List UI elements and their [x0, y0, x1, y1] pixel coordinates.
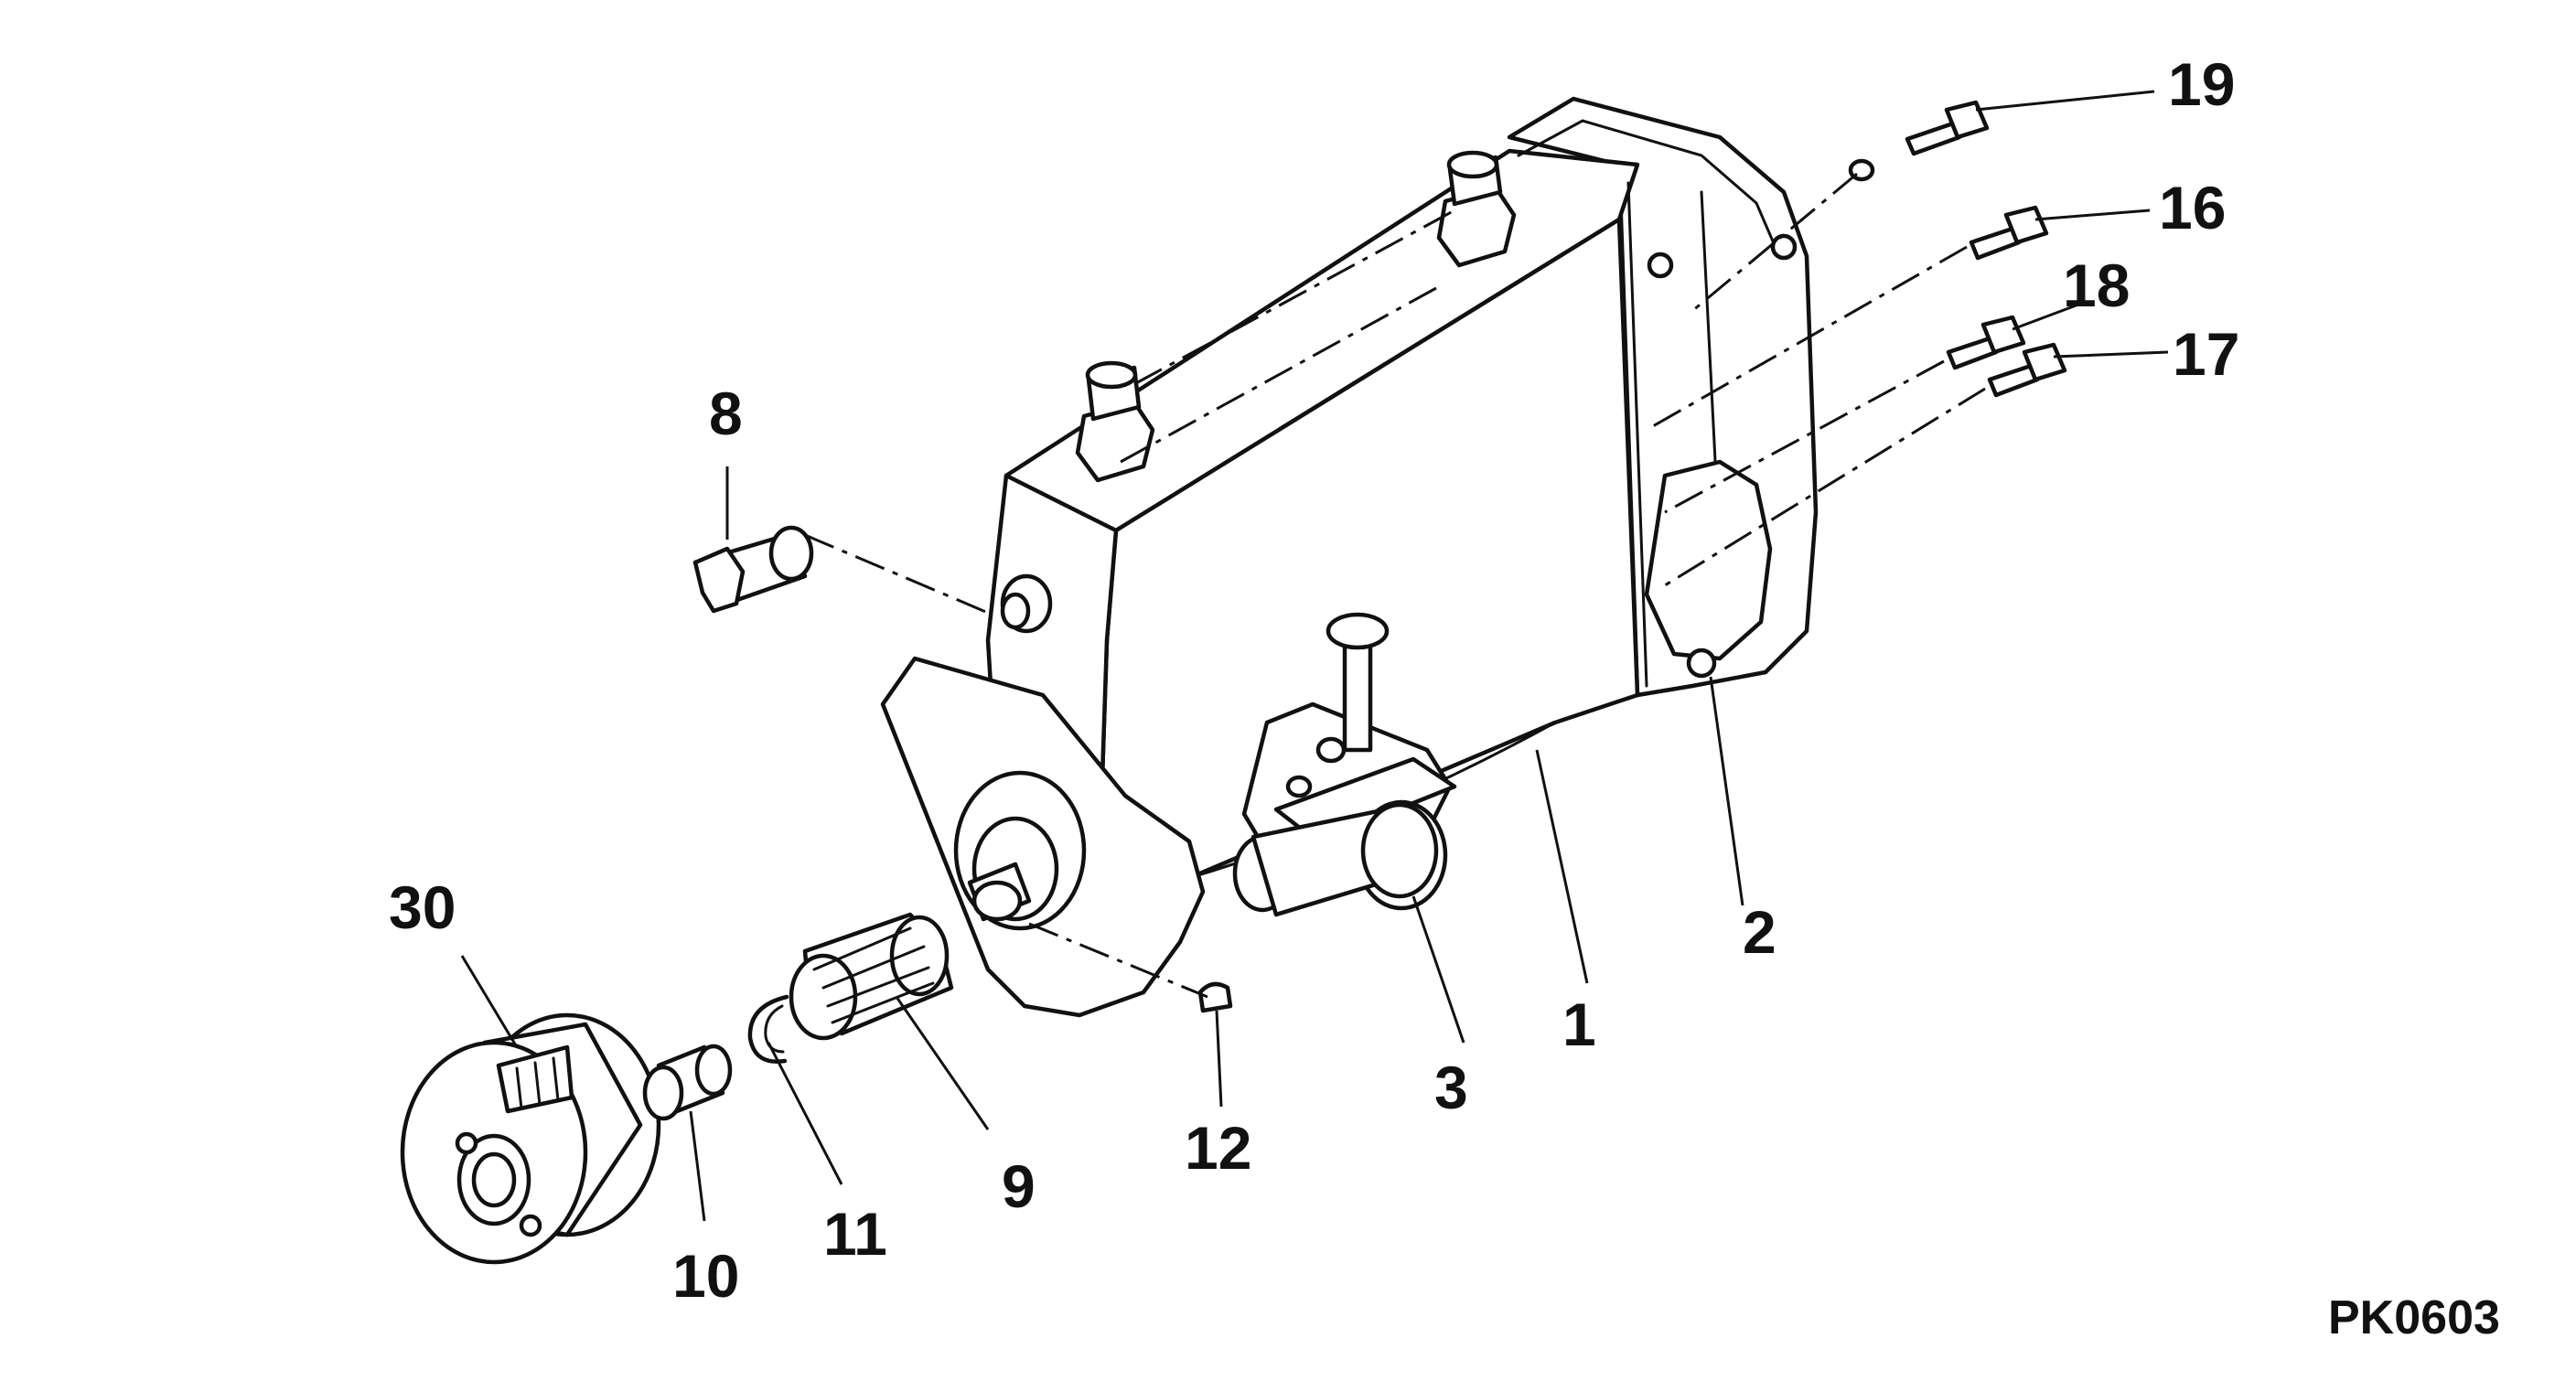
callout-8: 8 [709, 380, 743, 447]
callout-16: 16 [2159, 174, 2226, 241]
callout-17: 17 [2173, 320, 2239, 388]
mounting-flange [880, 656, 1206, 1018]
splined-gear-part-9 [789, 912, 954, 1041]
callout-2: 2 [1743, 898, 1776, 966]
bolt-part-19 [1848, 100, 1990, 182]
plug-part-8 [692, 525, 814, 614]
coupling-sleeve-part-10 [642, 1044, 733, 1121]
stop-control-assembly [1232, 612, 1457, 917]
callout-3: 3 [1434, 1054, 1468, 1121]
callout-labels: 19 16 18 17 8 2 1 3 12 9 11 10 30 PK0603 [389, 50, 2500, 1344]
leader-lines [460, 90, 2169, 1222]
delivery-valve-holder-front [1075, 360, 1155, 483]
callout-10: 10 [672, 1242, 739, 1310]
delivery-valve-holder-rear [1436, 150, 1517, 268]
assembly-lines [804, 172, 1986, 999]
circlip-part-11 [747, 994, 789, 1064]
woodruff-key-part-12 [1197, 981, 1233, 1013]
bolt-part-17 [1987, 342, 2067, 398]
callout-18: 18 [2063, 252, 2130, 319]
figure-code: PK0603 [2328, 1291, 2500, 1344]
bolt-part-18 [1946, 315, 2026, 370]
side-plug-fitting [1000, 573, 1053, 634]
drive-hub-part-30 [400, 1012, 661, 1265]
callout-30: 30 [389, 873, 456, 941]
callout-12: 12 [1185, 1114, 1251, 1182]
bolt-part-16 [1969, 205, 2049, 261]
callout-19: 19 [2168, 50, 2235, 118]
callout-1: 1 [1562, 990, 1596, 1058]
callout-11: 11 [823, 1200, 887, 1268]
callout-9: 9 [1002, 1152, 1036, 1220]
